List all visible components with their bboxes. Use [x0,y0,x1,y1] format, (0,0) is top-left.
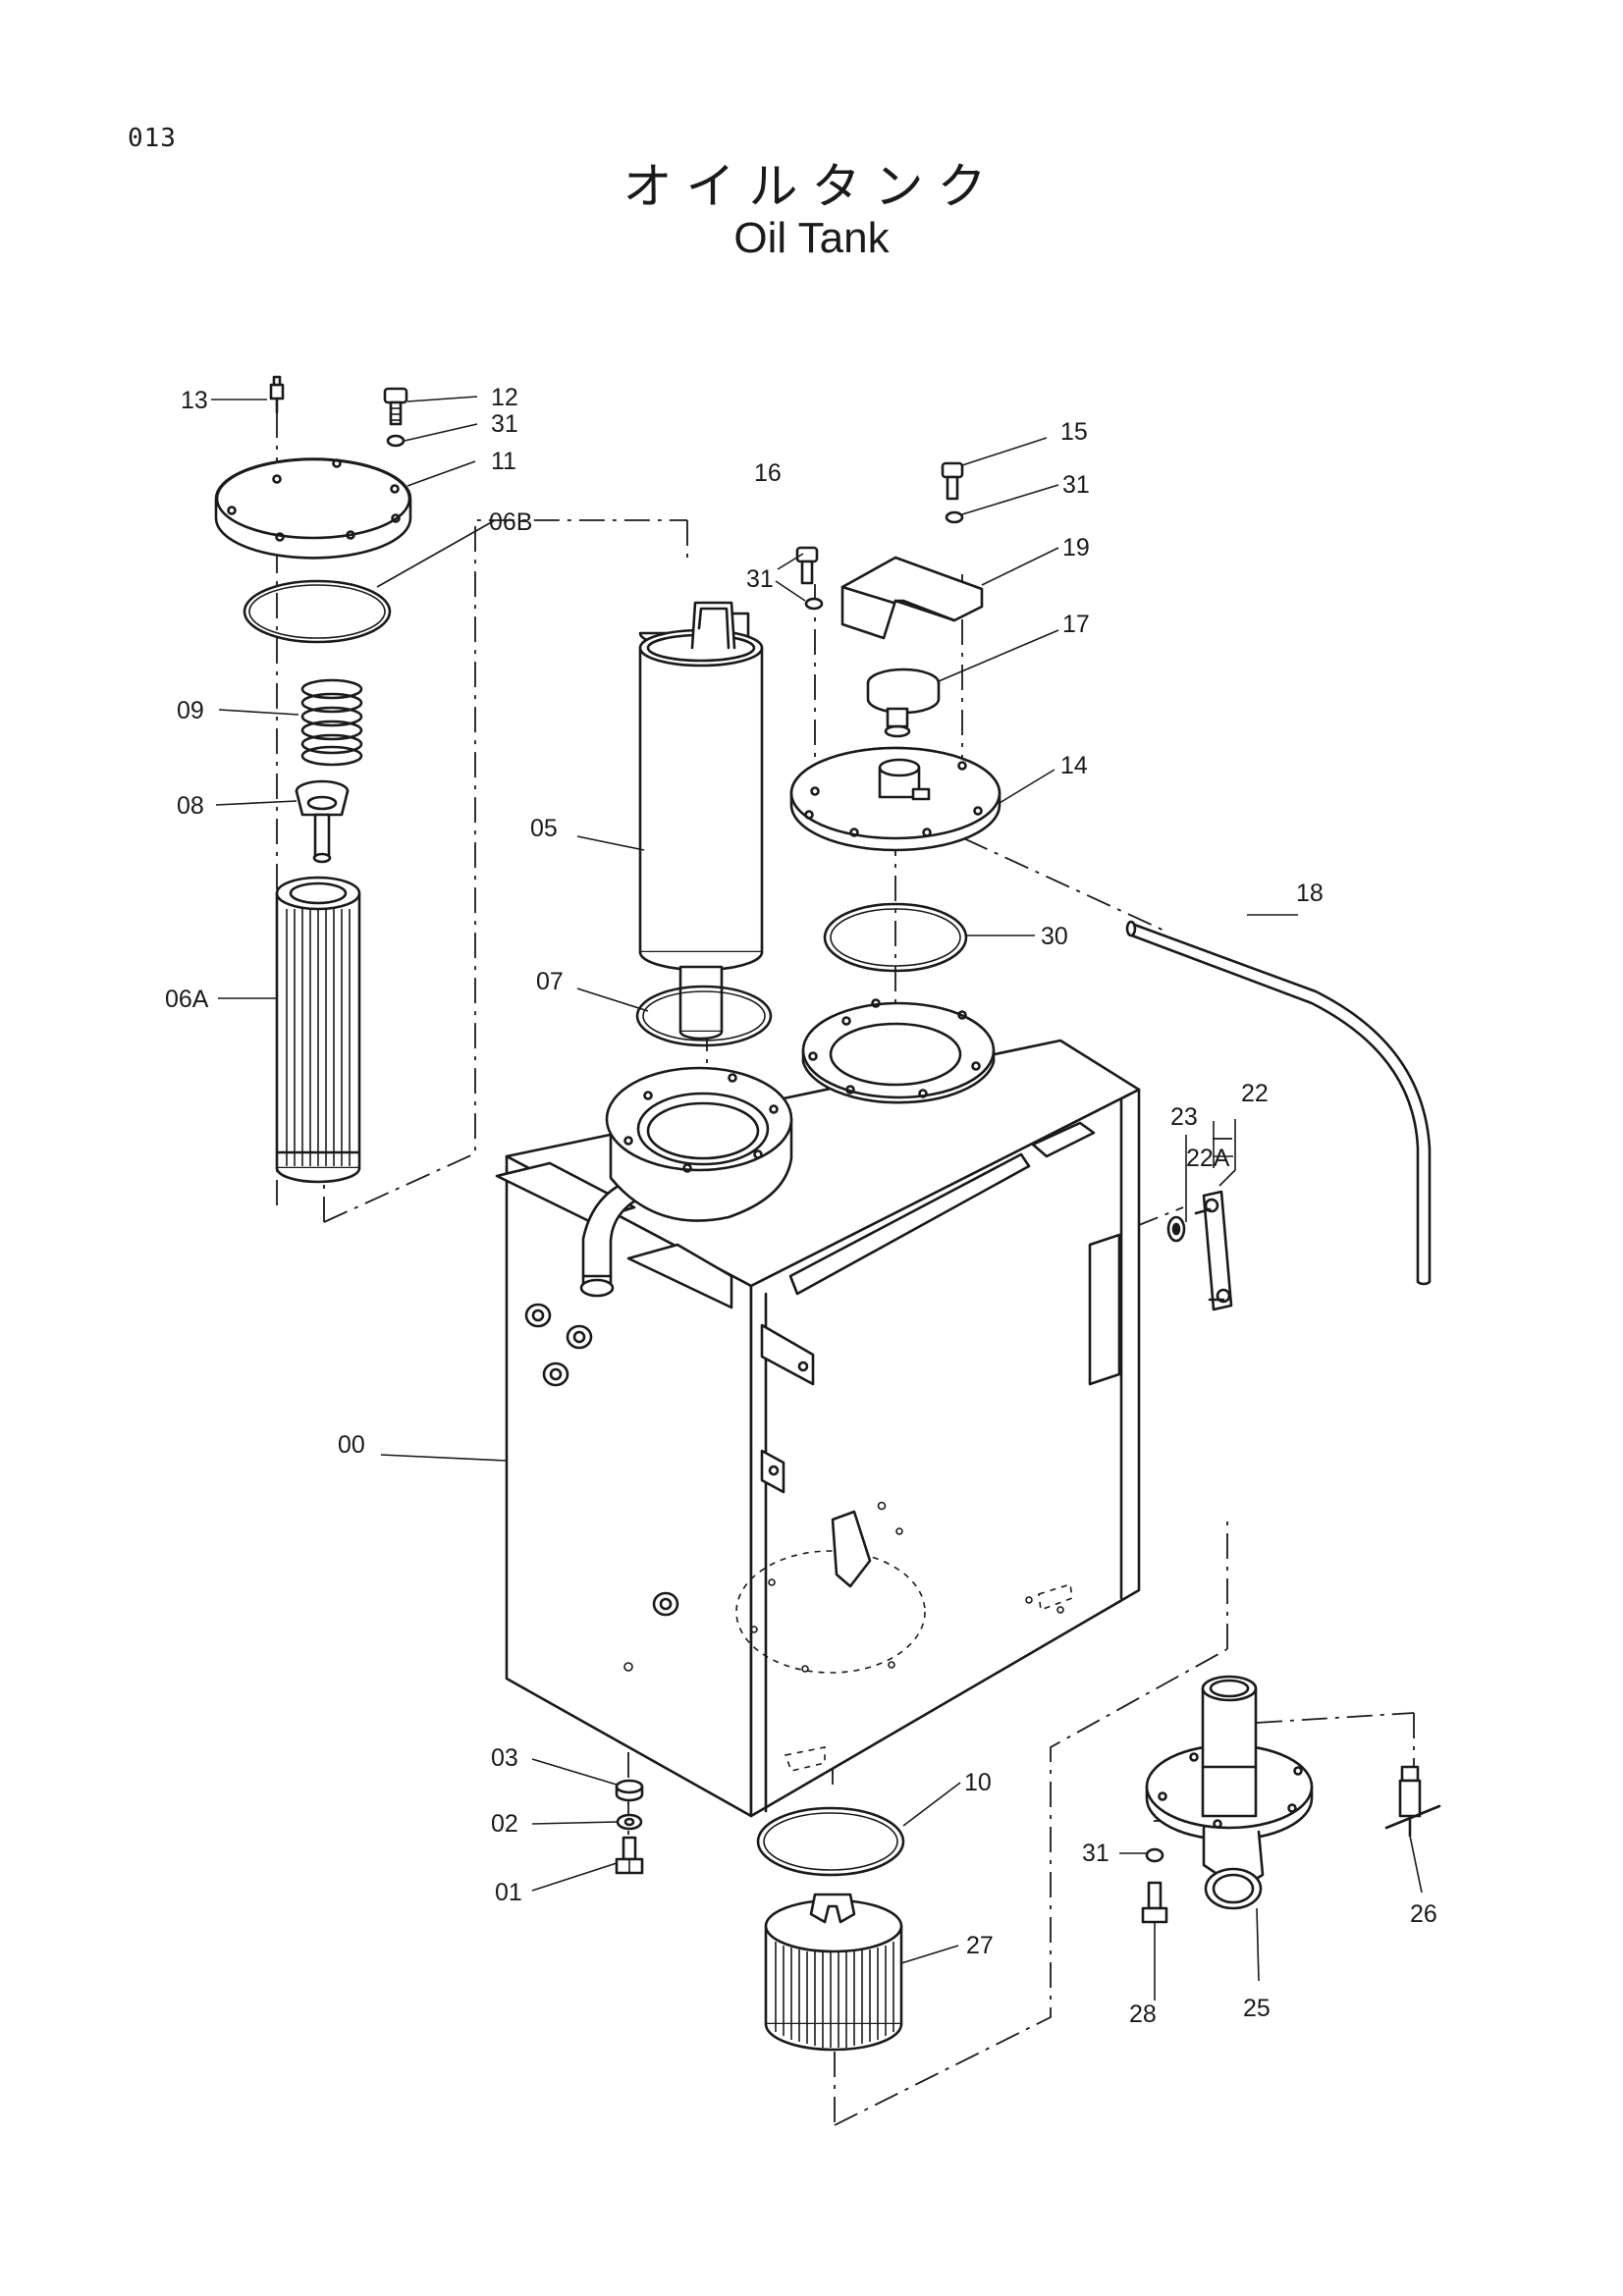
callout-16: 16 [754,459,782,487]
callout-18: 18 [1296,880,1324,907]
callout-00: 00 [338,1431,365,1459]
part-31-washer-lower [1145,1847,1164,1863]
part-25-suction-pipe [1145,1675,1314,1910]
callout-26: 26 [1410,1900,1437,1928]
callout-17: 17 [1062,611,1090,638]
part-07-o-ring [635,985,773,1047]
part-27-suction-strainer [764,1893,903,2052]
part-06b-o-ring [243,579,392,644]
callout-23: 23 [1170,1103,1198,1131]
part-01-plug [615,1836,644,1875]
callout-03: 03 [491,1744,518,1772]
callout-09: 09 [177,697,204,724]
part-15-bolt [941,461,964,524]
part-26-drain-cock [1384,1765,1441,1838]
callout-28: 28 [1129,2001,1157,2028]
callout-31-top-left: 31 [491,410,518,438]
part-18-pipe [1125,920,1432,1286]
part-05-strainer [638,601,764,1041]
callout-27: 27 [966,1932,994,1959]
callout-07: 07 [536,968,564,995]
part-08-valve [295,779,350,864]
part-23-washer [1166,1215,1186,1243]
callout-30: 30 [1041,923,1068,950]
callout-06b: 06B [489,508,532,536]
callout-05: 05 [530,815,558,842]
callout-31-top-right: 31 [1062,471,1090,499]
callout-08: 08 [177,792,204,820]
callout-01: 01 [495,1879,522,1906]
part-14-cover [789,746,1001,852]
callout-06a: 06A [165,986,209,1013]
part-19-bracket [840,556,984,640]
callout-15: 15 [1060,418,1088,446]
part-11-cover [214,457,412,560]
part-00-tank [495,998,1141,1818]
part-16-bolt [795,546,824,611]
callout-25: 25 [1243,1995,1271,2022]
leader-lines [211,396,1423,2001]
callout-02: 02 [491,1810,518,1838]
callout-13: 13 [181,387,208,414]
part-03-washer [615,1779,644,1802]
part-30-o-ring [823,902,968,973]
callout-31-mid: 31 [746,565,774,593]
part-13-grease-nipple [269,375,285,414]
callout-22a: 22A [1186,1145,1230,1172]
title-japanese: オイルタンク [622,158,1001,215]
part-09-spring [300,678,363,767]
callout-11: 11 [491,448,516,475]
title-english: Oil Tank [733,214,890,262]
callout-22: 22 [1241,1080,1269,1107]
page-number: 013 [128,124,177,153]
part-17-cap [866,667,941,738]
part-02-washer [616,1813,643,1831]
callout-31-lower: 31 [1082,1840,1109,1867]
part-06a-filter-element [275,876,361,1184]
part-28-bolt [1141,1881,1168,1924]
callout-10: 10 [964,1769,992,1796]
callout-labels: 13 12 31 11 06B 09 08 06A 05 07 16 31 15… [165,384,1437,2028]
callout-14: 14 [1060,752,1088,779]
callout-19: 19 [1062,534,1090,561]
part-12-bolt [383,387,408,448]
callout-12: 12 [491,384,518,411]
part-22-level-gauge [1194,1190,1233,1311]
part-10-o-ring [756,1806,905,1877]
